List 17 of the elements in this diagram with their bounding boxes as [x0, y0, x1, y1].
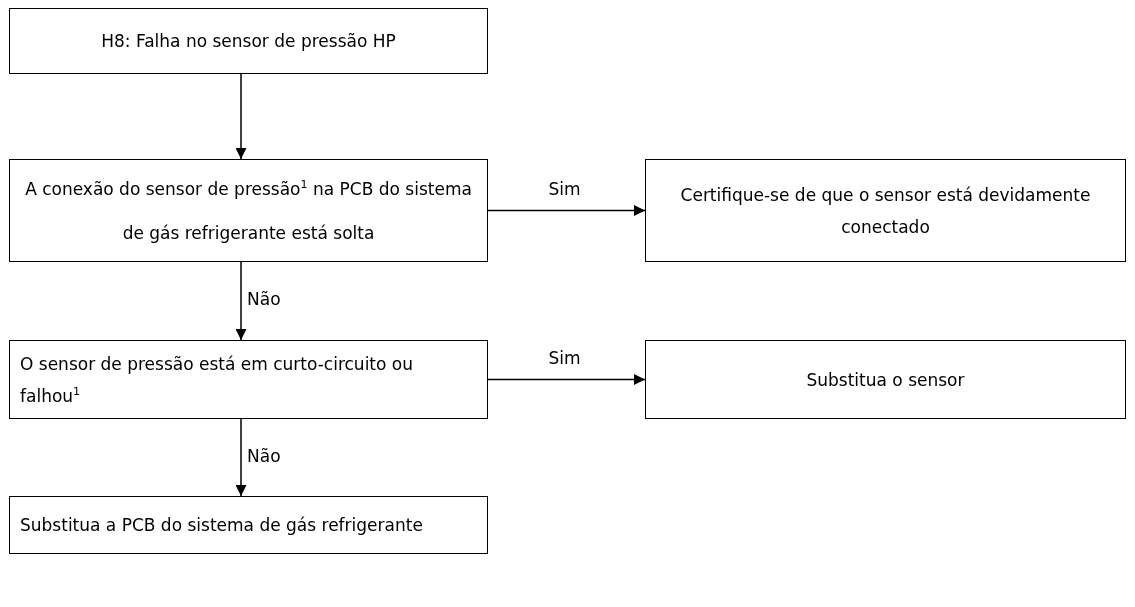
arrow	[487, 205, 646, 216]
box-text: H8: Falha no sensor de pressão HP	[101, 30, 396, 53]
box-text: Substitua a PCB do sistema de gás refrigerante	[20, 514, 423, 537]
arrow	[487, 374, 646, 385]
arrow	[235, 261, 247, 341]
process-box	[9, 340, 488, 419]
process-box	[9, 496, 488, 554]
box-text: Certifique-se de que o sensor está devidamente conectado	[679, 183, 1092, 239]
box-text: O sensor de pressão está em curto-circuito ou falhou$^{1}$	[20, 352, 414, 408]
process-box	[645, 159, 1126, 262]
box-text: Substitua o sensor	[806, 368, 965, 392]
process-box	[9, 8, 488, 74]
arrow	[235, 418, 247, 497]
arrow	[235, 73, 247, 160]
process-box	[9, 159, 488, 262]
box-text: A conexão do sensor de pressão$^{1}$ na PCB do sistema de gás refrigerante está solta	[24, 176, 473, 245]
process-box	[645, 340, 1126, 419]
